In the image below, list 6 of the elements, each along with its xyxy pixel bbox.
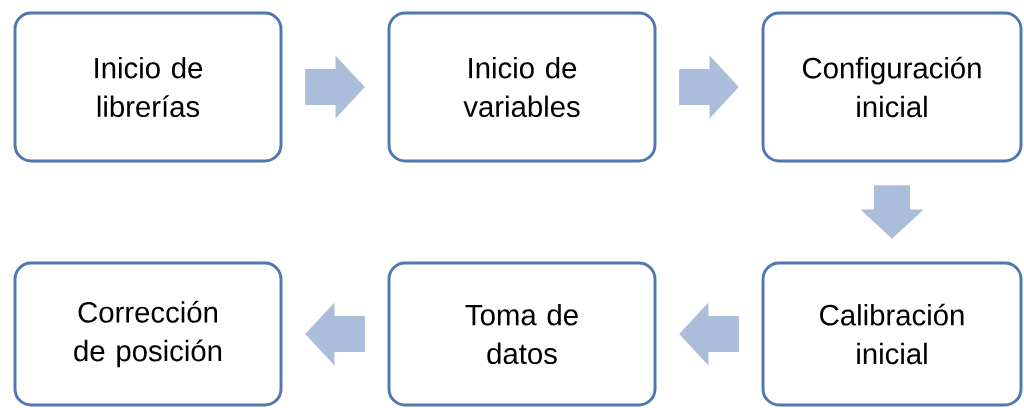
process-box: Configuración inicial xyxy=(761,11,1023,163)
process-box: Corrección de posición xyxy=(13,261,283,407)
process-box: Inicio de variables xyxy=(387,11,657,163)
process-box: Inicio de librerías xyxy=(13,11,283,163)
process-box: Calibración inicial xyxy=(761,261,1023,407)
process-box: Toma de datos xyxy=(387,261,657,407)
